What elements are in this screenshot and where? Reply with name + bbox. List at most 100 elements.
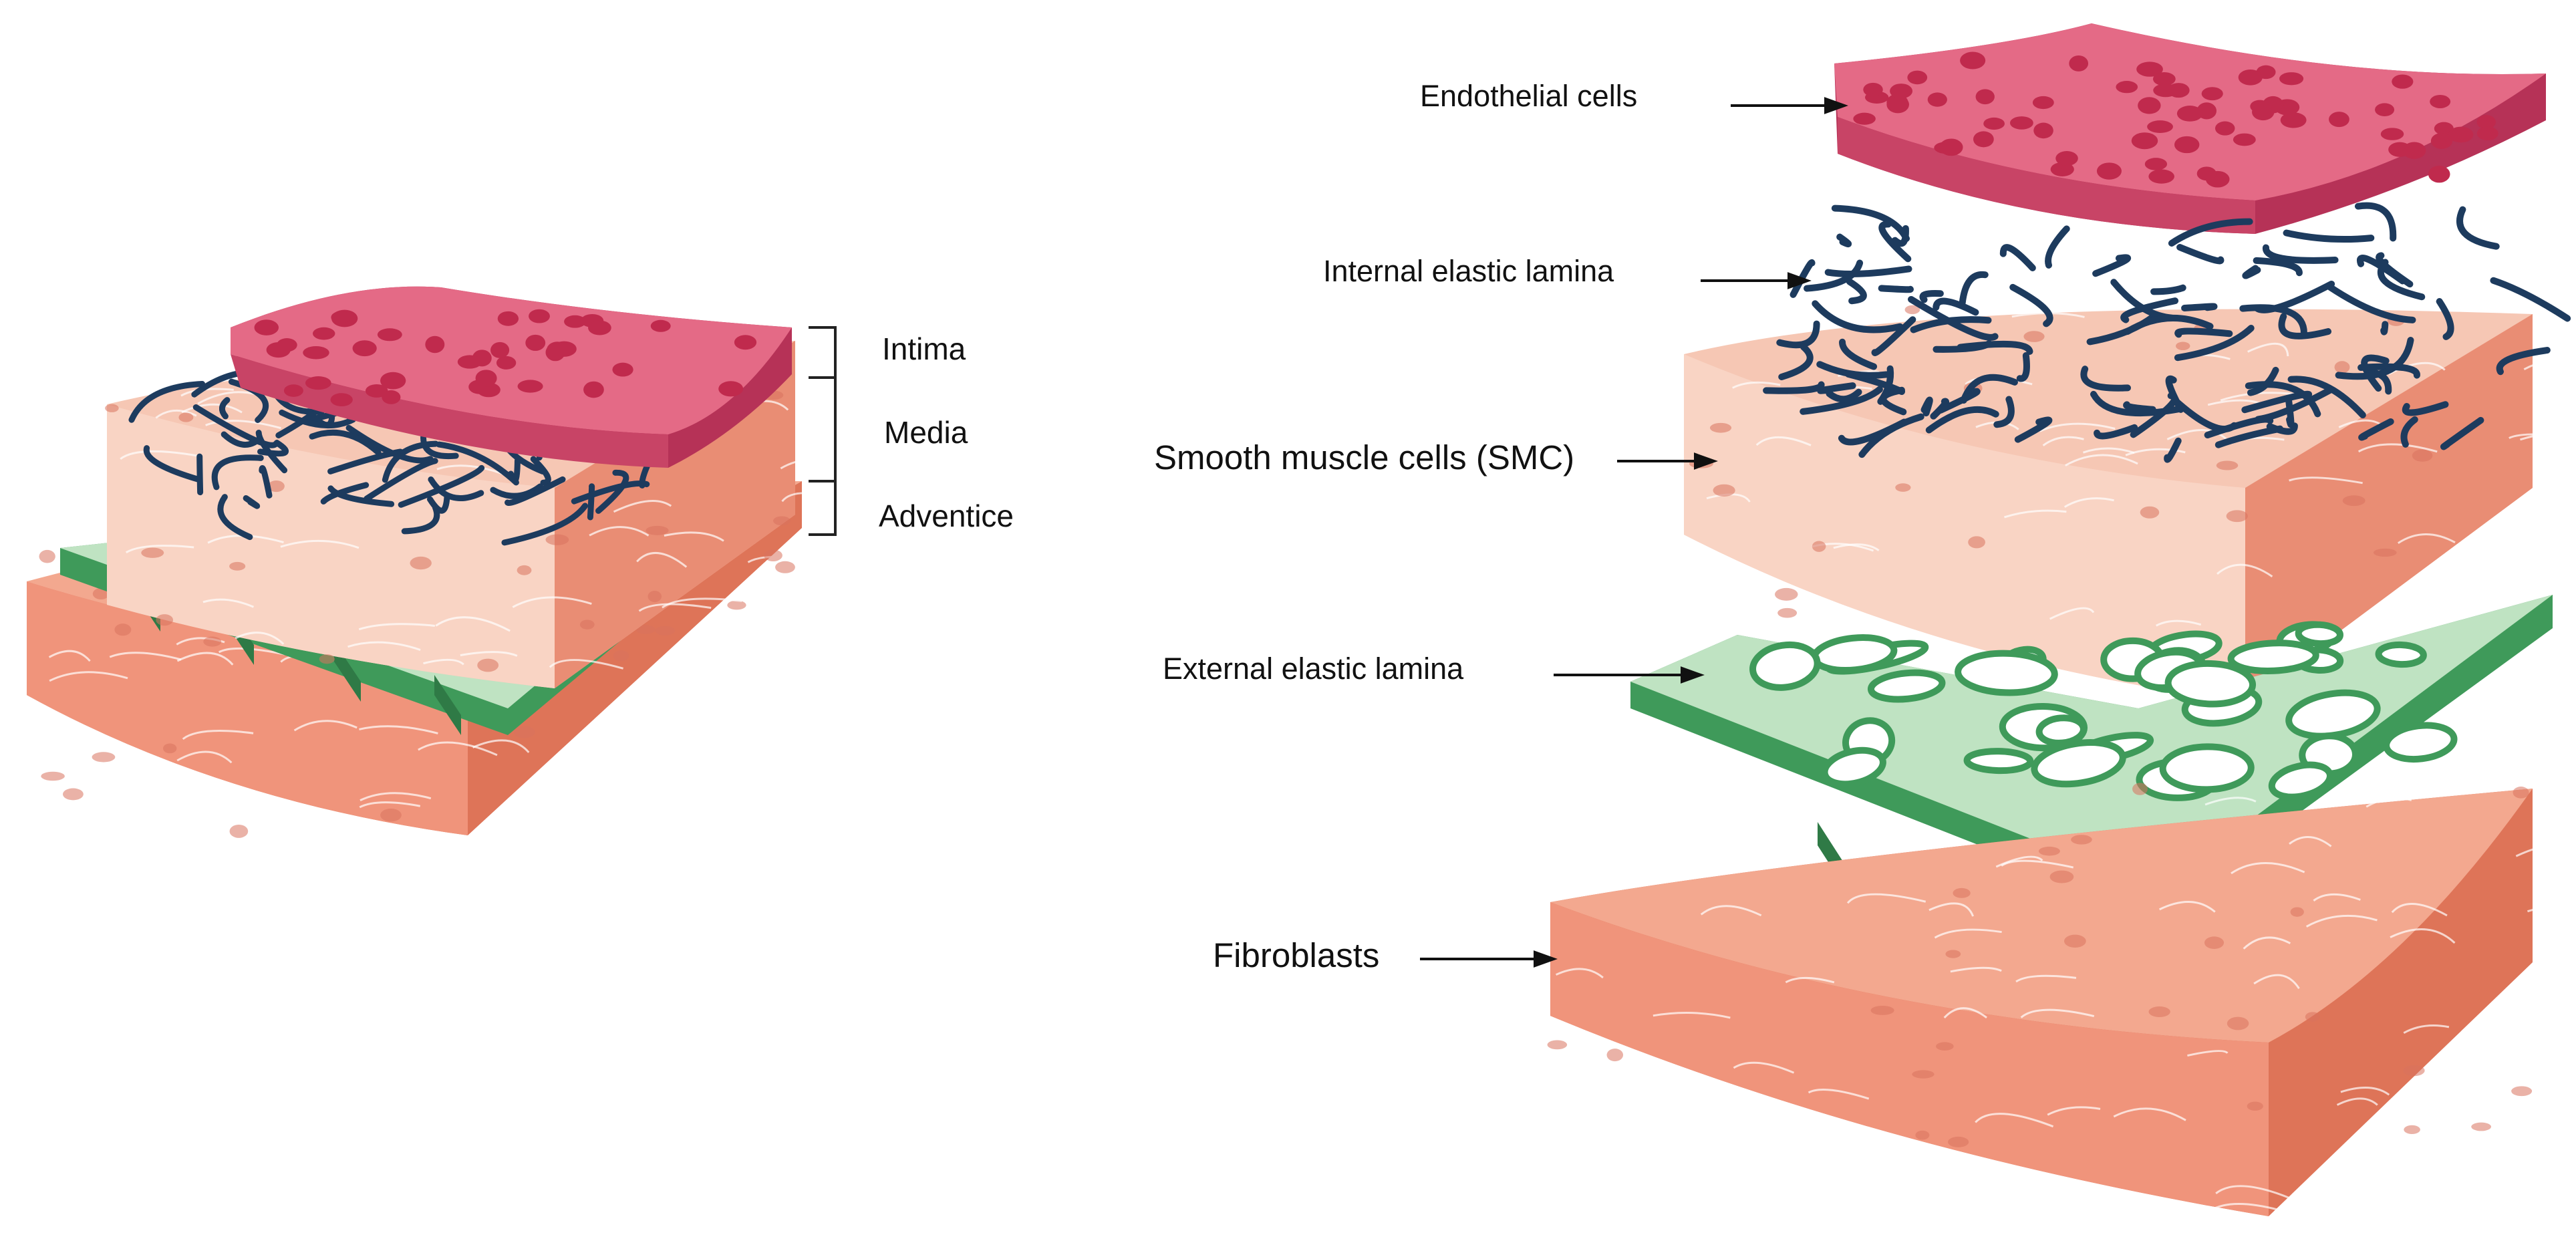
right-stack: [1420, 23, 2576, 1216]
cell-nucleus: [319, 654, 335, 664]
nucleus: [377, 328, 402, 341]
nucleus: [564, 315, 586, 328]
elastic-fiber: [1908, 295, 1999, 341]
cell-outline: [1755, 436, 1812, 446]
cell-outline: [1903, 655, 1961, 666]
right-internal-lamina-fibers: [1763, 202, 2571, 463]
cell-outline: [218, 647, 285, 656]
cell-nucleus: [2373, 548, 2397, 557]
elastic-fiber: [2377, 259, 2426, 301]
nucleus: [2069, 55, 2089, 72]
cell-outline: [2357, 1165, 2436, 1176]
elastic-fiber: [1871, 316, 1916, 357]
elastic-fiber: [2045, 225, 2070, 269]
left-endothelial-nuclei: [254, 309, 757, 407]
cell-nucleus: [655, 626, 676, 636]
cell-nucleus: [178, 412, 194, 422]
cell-outline: [2477, 676, 2555, 689]
elastic-fiber: [1858, 413, 1924, 458]
cell-nucleus: [2403, 1065, 2425, 1077]
cell-nucleus: [517, 565, 532, 575]
cell-outline: [783, 823, 856, 831]
elastic-fiber: [2440, 416, 2484, 450]
cell-outline: [2527, 904, 2576, 913]
elastic-fiber: [1778, 343, 1814, 381]
elastic-fiber: [2266, 422, 2298, 435]
elastic-fiber: [505, 476, 566, 507]
nucleus: [529, 309, 550, 323]
cell-nucleus: [39, 549, 55, 563]
right-endothelial-layer: [1834, 23, 2546, 234]
cell-outline: [2291, 1201, 2337, 1216]
cell-outline: [182, 730, 254, 740]
cell-outline: [664, 531, 724, 542]
elastic-fiber: [401, 505, 440, 535]
cell-outline: [358, 623, 435, 631]
cell-outline: [1808, 1089, 1870, 1100]
cell-outline: [1928, 902, 1975, 917]
elastic-fiber: [1816, 361, 1890, 379]
nucleus: [1907, 70, 1928, 85]
cell-nucleus: [2216, 460, 2239, 470]
cell-outline: [2216, 563, 2273, 577]
cell-nucleus: [2023, 331, 2045, 342]
layer-bracket: [809, 326, 837, 536]
cell-outline: [347, 641, 421, 651]
elastic-fiber: [2150, 284, 2186, 295]
elastic-fiber: [490, 483, 543, 499]
cell-outline: [2457, 303, 2518, 311]
cell-outline: [541, 799, 614, 808]
nucleus: [2032, 96, 2054, 110]
cell-outline: [2082, 447, 2135, 454]
cell-outline: [2403, 1024, 2450, 1034]
nucleus: [2153, 84, 2178, 98]
eel-fenestration: [2375, 641, 2427, 668]
cell-nucleus: [62, 788, 84, 801]
elastic-fiber: [2239, 304, 2307, 337]
nucleus: [497, 311, 519, 326]
elastic-fiber: [243, 495, 260, 509]
label-intima: Intima: [882, 331, 966, 366]
cell-nucleus: [2071, 835, 2092, 845]
cell-outline: [1706, 493, 1751, 503]
cell-outline: [589, 727, 634, 734]
cell-nucleus: [380, 809, 402, 822]
nucleus: [2009, 116, 2033, 130]
cell-nucleus: [1953, 887, 1971, 898]
cell-outline: [2357, 443, 2438, 453]
eel-fenestration: [2159, 743, 2255, 793]
elastic-fiber: [2357, 255, 2406, 285]
elastic-fiber: [2014, 416, 2053, 443]
elastic-fiber: [2124, 314, 2214, 335]
elastic-fiber: [1993, 396, 2015, 428]
cell-nucleus: [163, 743, 177, 754]
cell-outline: [436, 464, 507, 476]
cell-nucleus: [1912, 1070, 1935, 1079]
elastic-fiber: [1910, 316, 1992, 333]
elastic-fiber: [1790, 259, 1816, 298]
nucleus: [2252, 104, 2275, 121]
label-adventice: Adventice: [879, 499, 1014, 533]
cell-nucleus: [2038, 846, 2060, 856]
cell-outline: [2039, 422, 2116, 432]
elastic-fiber: [2335, 337, 2414, 380]
elastic-fiber: [2164, 437, 2182, 463]
cell-outline: [2003, 509, 2067, 519]
label-external-elastic-lamina: External elastic lamina: [1163, 652, 1464, 686]
arrowhead-internal-lamina: [1787, 272, 1812, 289]
cell-outline: [1934, 928, 2002, 939]
cell-outline: [472, 739, 530, 753]
cell-outline: [460, 651, 518, 657]
nucleus: [1927, 92, 1947, 107]
cell-nucleus: [1774, 587, 1798, 601]
elastic-fiber: [2242, 265, 2261, 279]
cell-outline: [49, 671, 128, 682]
elastic-fiber: [1878, 285, 1914, 293]
cell-nucleus: [727, 600, 746, 610]
cell-outline: [2113, 1107, 2186, 1121]
elastic-fiber: [1930, 398, 1950, 420]
cell-outline: [1653, 1012, 1731, 1019]
elastic-fiber: [398, 464, 485, 508]
elastic-fiber: [128, 381, 206, 423]
